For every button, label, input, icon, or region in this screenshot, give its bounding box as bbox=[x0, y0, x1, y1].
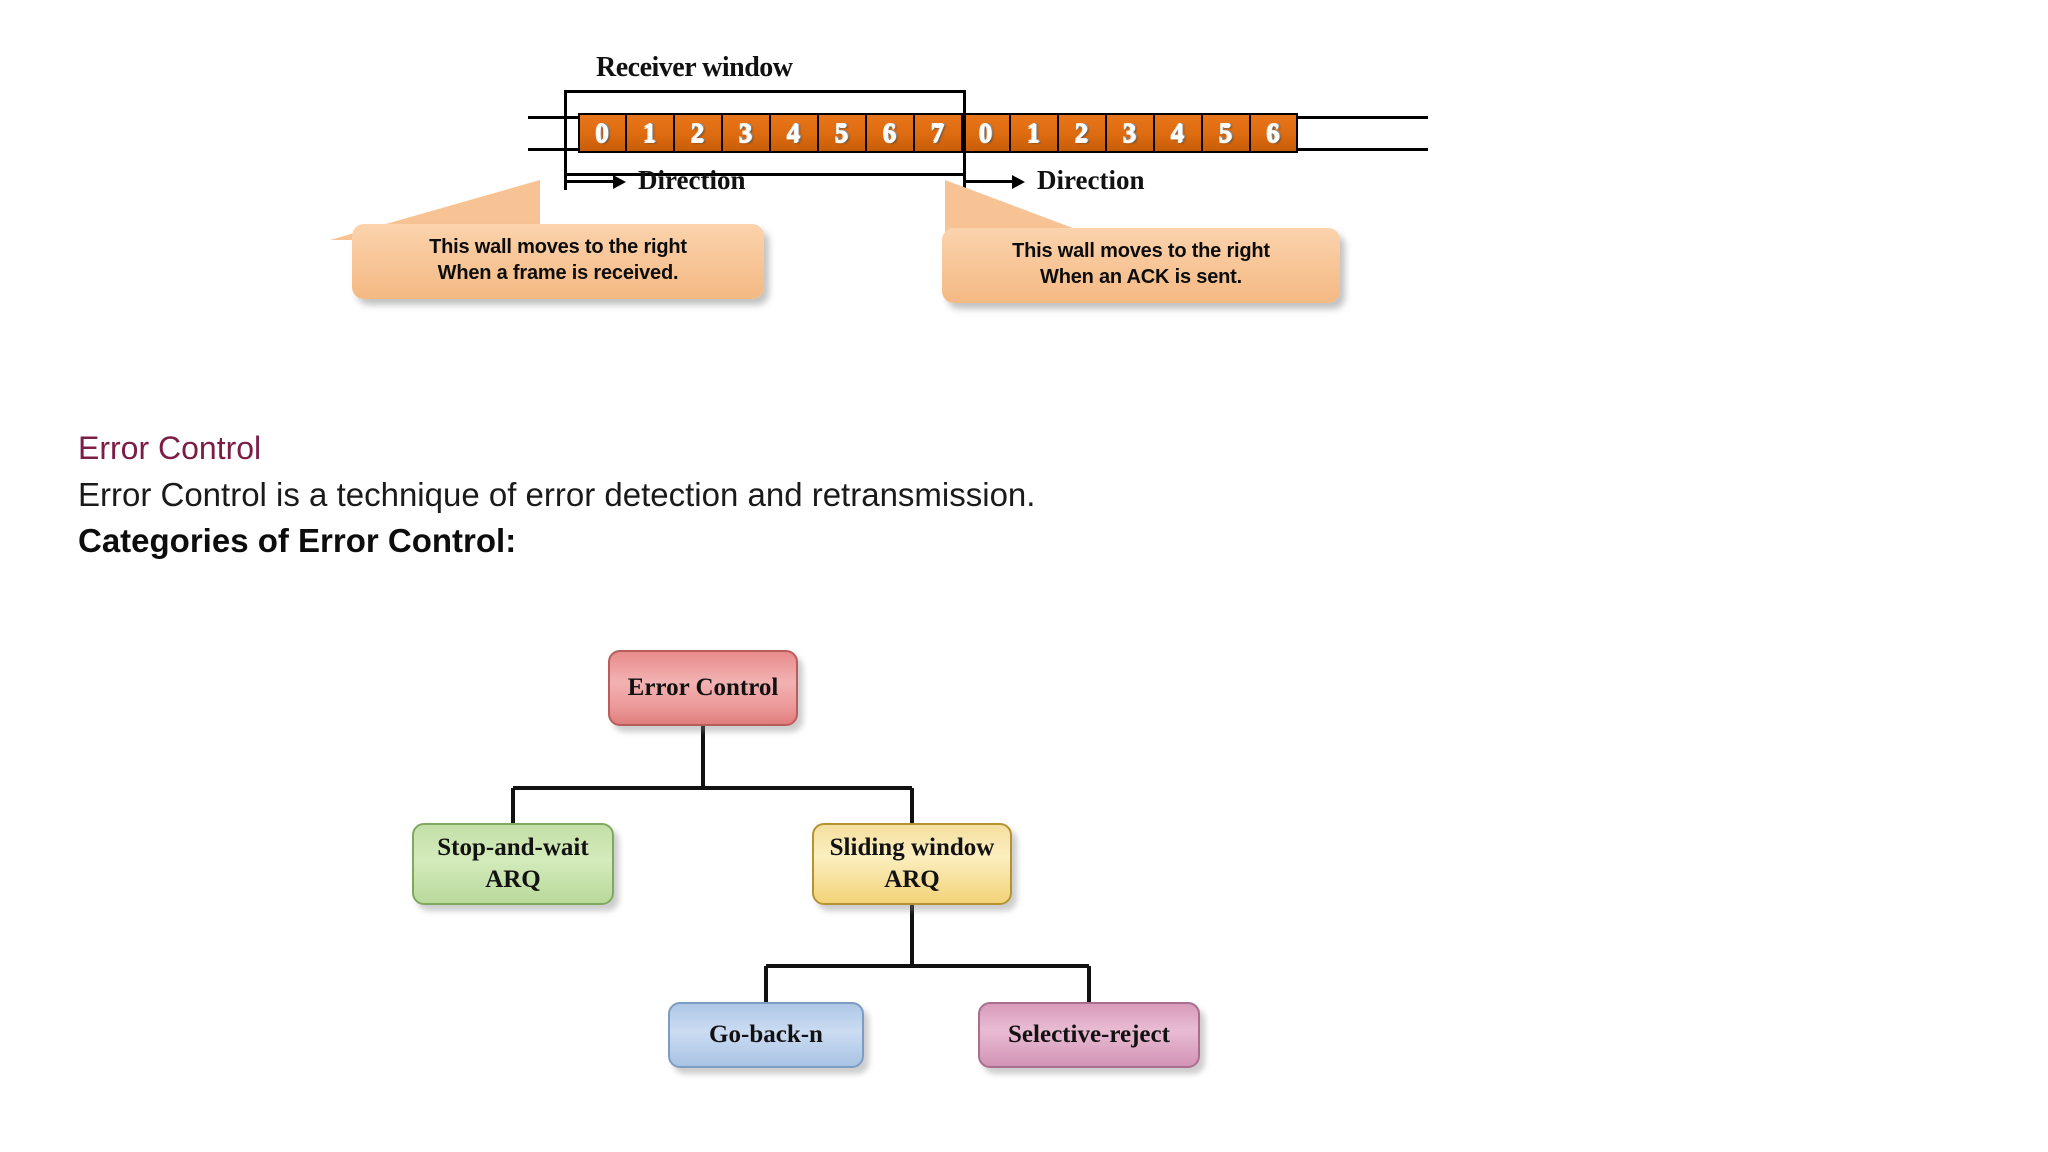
callout-right: This wall moves to the right When an ACK… bbox=[942, 228, 1340, 303]
error-control-text-block: Error Control Error Control is a techniq… bbox=[78, 428, 1578, 563]
frame-cell: 0 bbox=[578, 113, 626, 153]
direction-label-left: Direction bbox=[638, 165, 746, 195]
tree-node-error-control[interactable]: Error Control bbox=[608, 650, 798, 726]
tree-node-label: Go-back-n bbox=[709, 1021, 823, 1048]
receiver-window-figure: Receiver window 0 1 2 3 4 5 6 7 0 1 2 3 … bbox=[0, 0, 2048, 320]
error-control-tree-diagram: Error Control Stop-and-wait ARQ Sliding … bbox=[0, 610, 2048, 1090]
window-right-wall bbox=[963, 90, 966, 190]
tree-node-stop-and-wait[interactable]: Stop-and-wait ARQ bbox=[412, 823, 614, 905]
frame-cell: 0 bbox=[962, 113, 1010, 153]
receiver-window-title: Receiver window bbox=[596, 52, 793, 83]
frame-cell: 2 bbox=[674, 113, 722, 153]
callout-left-line1: This wall moves to the right bbox=[429, 236, 687, 258]
tree-node-label-line2: ARQ bbox=[485, 866, 541, 893]
frame-cell: 5 bbox=[1202, 113, 1250, 153]
frame-cell: 3 bbox=[722, 113, 770, 153]
tree-node-label: Stop-and-wait ARQ bbox=[437, 832, 588, 896]
frame-cell: 3 bbox=[1106, 113, 1154, 153]
frame-cell: 1 bbox=[626, 113, 674, 153]
frame-cell: 4 bbox=[770, 113, 818, 153]
tree-connector-lines bbox=[511, 726, 1091, 1002]
error-control-description: Error Control is a technique of error de… bbox=[78, 475, 1036, 513]
frame-sequence-strip: 0 1 2 3 4 5 6 7 0 1 2 3 4 5 6 bbox=[578, 113, 1298, 153]
tree-node-label-line1: Sliding window bbox=[829, 834, 995, 861]
tree-node-sliding-window[interactable]: Sliding window ARQ bbox=[812, 823, 1012, 905]
frame-cell: 1 bbox=[1010, 113, 1058, 153]
window-left-wall bbox=[564, 90, 567, 190]
tree-node-label: Selective-reject bbox=[1008, 1021, 1170, 1048]
callout-right-line1: This wall moves to the right bbox=[1012, 240, 1270, 262]
arrow-head-icon bbox=[613, 175, 626, 189]
frame-cell: 4 bbox=[1154, 113, 1202, 153]
callout-left-line2: When a frame is received. bbox=[437, 262, 679, 285]
callout-left: This wall moves to the right When a fram… bbox=[352, 224, 764, 299]
frame-cell: 6 bbox=[866, 113, 914, 153]
frame-cell: 6 bbox=[1250, 113, 1298, 153]
frame-cell: 5 bbox=[818, 113, 866, 153]
tree-node-go-back-n[interactable]: Go-back-n bbox=[668, 1002, 864, 1068]
tree-node-label-line2: ARQ bbox=[884, 866, 940, 893]
tree-node-label: Error Control bbox=[627, 674, 779, 701]
frame-cell: 7 bbox=[914, 113, 962, 153]
arrow-right-icon bbox=[567, 180, 615, 183]
error-control-heading: Error Control bbox=[78, 430, 262, 466]
callout-right-line2: When an ACK is sent. bbox=[1040, 266, 1242, 289]
tree-node-label-line1: Stop-and-wait bbox=[437, 834, 589, 861]
tree-node-selective-reject[interactable]: Selective-reject bbox=[978, 1002, 1200, 1068]
tree-node-label: Sliding window ARQ bbox=[830, 832, 995, 896]
error-control-categories-label: Categories of Error Control: bbox=[78, 522, 517, 560]
frame-cell: 2 bbox=[1058, 113, 1106, 153]
